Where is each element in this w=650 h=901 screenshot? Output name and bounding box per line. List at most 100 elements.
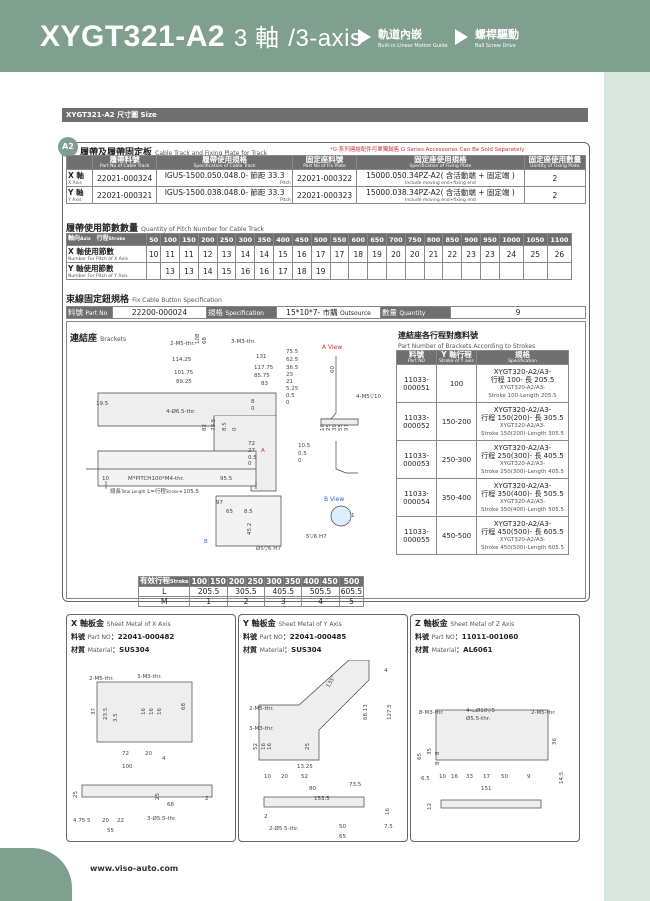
svg-text:A: A — [261, 448, 265, 454]
dimension-label: 68.13 — [363, 704, 369, 720]
dimension-label: 36 — [552, 738, 558, 745]
svg-text:82: 82 — [202, 424, 208, 431]
svg-text:B: B — [204, 539, 208, 545]
bracket-dimensions: 2-M5-thr. 108 68 3-M3-thr. 114.25 101.75… — [96, 333, 381, 552]
dimension-label: 72 — [122, 751, 129, 757]
svg-text:89.25: 89.25 — [176, 379, 192, 385]
dimension-label: 52 — [253, 743, 259, 750]
brackets-title: 連結座 Brackets — [70, 334, 127, 344]
dimension-label: 25 — [155, 793, 161, 800]
dimension-label: 20 — [145, 751, 152, 757]
dimension-label: 2-Ø5.5-thr. — [269, 825, 299, 832]
dimension-label: 80 — [309, 786, 316, 792]
dimension-label: 135° — [326, 674, 338, 689]
dimension-label: 3.5 — [113, 713, 119, 722]
section-badge: A2 — [58, 137, 78, 157]
dimension-label: 8 — [435, 761, 441, 765]
dimension-label: 3-Ø5.5-thr. — [147, 815, 177, 822]
dimension-label: 4 — [384, 668, 388, 674]
dimension-label: 100 — [122, 764, 133, 770]
dimension-label: 22 — [117, 818, 124, 824]
svg-text:25: 25 — [326, 424, 332, 431]
svg-text:117.75: 117.75 — [254, 365, 274, 371]
svg-text:27: 27 — [248, 448, 255, 454]
dimension-label: 25 — [73, 791, 79, 798]
svg-text:97: 97 — [344, 424, 350, 431]
svg-text:21: 21 — [286, 379, 293, 385]
dimension-label: 127.5 — [387, 704, 393, 720]
svg-text:10: 10 — [102, 476, 109, 482]
svg-text:2-M5-thr.: 2-M5-thr. — [170, 341, 195, 347]
svg-text:10.5: 10.5 — [298, 443, 311, 449]
svg-text:4-Ø6.5-thr.: 4-Ø6.5-thr. — [166, 408, 196, 415]
dimension-label: 16 — [149, 708, 155, 715]
svg-text:19.5: 19.5 — [96, 401, 109, 407]
svg-text:0: 0 — [298, 458, 302, 464]
svg-text:8.5: 8.5 — [222, 422, 228, 431]
dimension-label: 16 — [261, 743, 267, 750]
dimension-label: 10 — [439, 774, 446, 780]
dimension-label: 50 — [501, 774, 508, 780]
page-title: XYGT321-A2 3 軸 /3-axis — [40, 20, 363, 53]
svg-text:Ø5▽6 H7: Ø5▽6 H7 — [256, 545, 281, 552]
svg-text:75.5: 75.5 — [286, 349, 299, 355]
svg-text:36.5: 36.5 — [286, 365, 299, 371]
dimension-label: 2-M5-thr. — [249, 706, 274, 712]
side-band — [604, 72, 650, 901]
dimension-label: 20 — [102, 818, 109, 824]
svg-text:0.5: 0.5 — [248, 455, 257, 461]
pitch-title: 履帶使用節數數量 Quantity of Pitch Number for Ca… — [66, 224, 265, 234]
dimension-label: 17 — [483, 774, 490, 780]
svg-text:5▽6 H7: 5▽6 H7 — [306, 534, 327, 540]
dimension-label: 2-M5-thr. — [531, 710, 556, 716]
footer-corner — [0, 848, 72, 901]
track-title: 履帶及履帶固定板 Cable Track and Fixing Plate fo… — [80, 148, 268, 158]
svg-text:68: 68 — [202, 337, 208, 344]
arrow-right-icon — [358, 29, 371, 45]
svg-text:30: 30 — [332, 424, 338, 431]
svg-text:108: 108 — [195, 333, 201, 344]
section-title: XYGT321-A2 尺寸圖 Size — [62, 108, 588, 122]
dimension-label: 65 — [339, 834, 346, 840]
dimension-label: 2-M5-thr. — [89, 676, 114, 682]
svg-text:101.75: 101.75 — [174, 370, 194, 376]
svg-text:M*PITCH100*M4-thr.: M*PITCH100*M4-thr. — [128, 476, 184, 482]
svg-text:62.5: 62.5 — [286, 357, 299, 363]
svg-text:8.5: 8.5 — [244, 509, 253, 515]
footer-url[interactable]: www.viso-auto.com — [90, 864, 179, 873]
dimension-label: 2 — [264, 814, 268, 820]
svg-text:1: 1 — [351, 513, 355, 519]
svg-text:0: 0 — [248, 461, 252, 467]
dimension-label: 10 — [264, 774, 271, 780]
svg-text:114.25: 114.25 — [172, 357, 192, 363]
svg-text:0: 0 — [286, 400, 290, 406]
svg-text:3-M3-thr.: 3-M3-thr. — [231, 339, 256, 345]
dimension-label: 16 — [141, 708, 147, 715]
dimension-label: 65 — [417, 753, 423, 760]
track-note: *G 系列連結配件可單獨銷售 G Series Accessories Can … — [330, 147, 525, 153]
dimension-label: 37 — [91, 708, 97, 715]
dimension-label: 68 — [167, 802, 174, 808]
dimension-label: 13.25 — [297, 764, 313, 770]
svg-text:97: 97 — [216, 500, 223, 506]
dimension-label: 6.5 — [421, 776, 430, 782]
svg-text:65: 65 — [226, 509, 233, 515]
dimension-label: 23.5 — [103, 707, 109, 720]
total-length-label: 總長Total Length L=行程Stroke+105.5 — [110, 487, 199, 495]
svg-text:60: 60 — [330, 366, 336, 373]
dimension-label: 4 — [162, 756, 166, 762]
